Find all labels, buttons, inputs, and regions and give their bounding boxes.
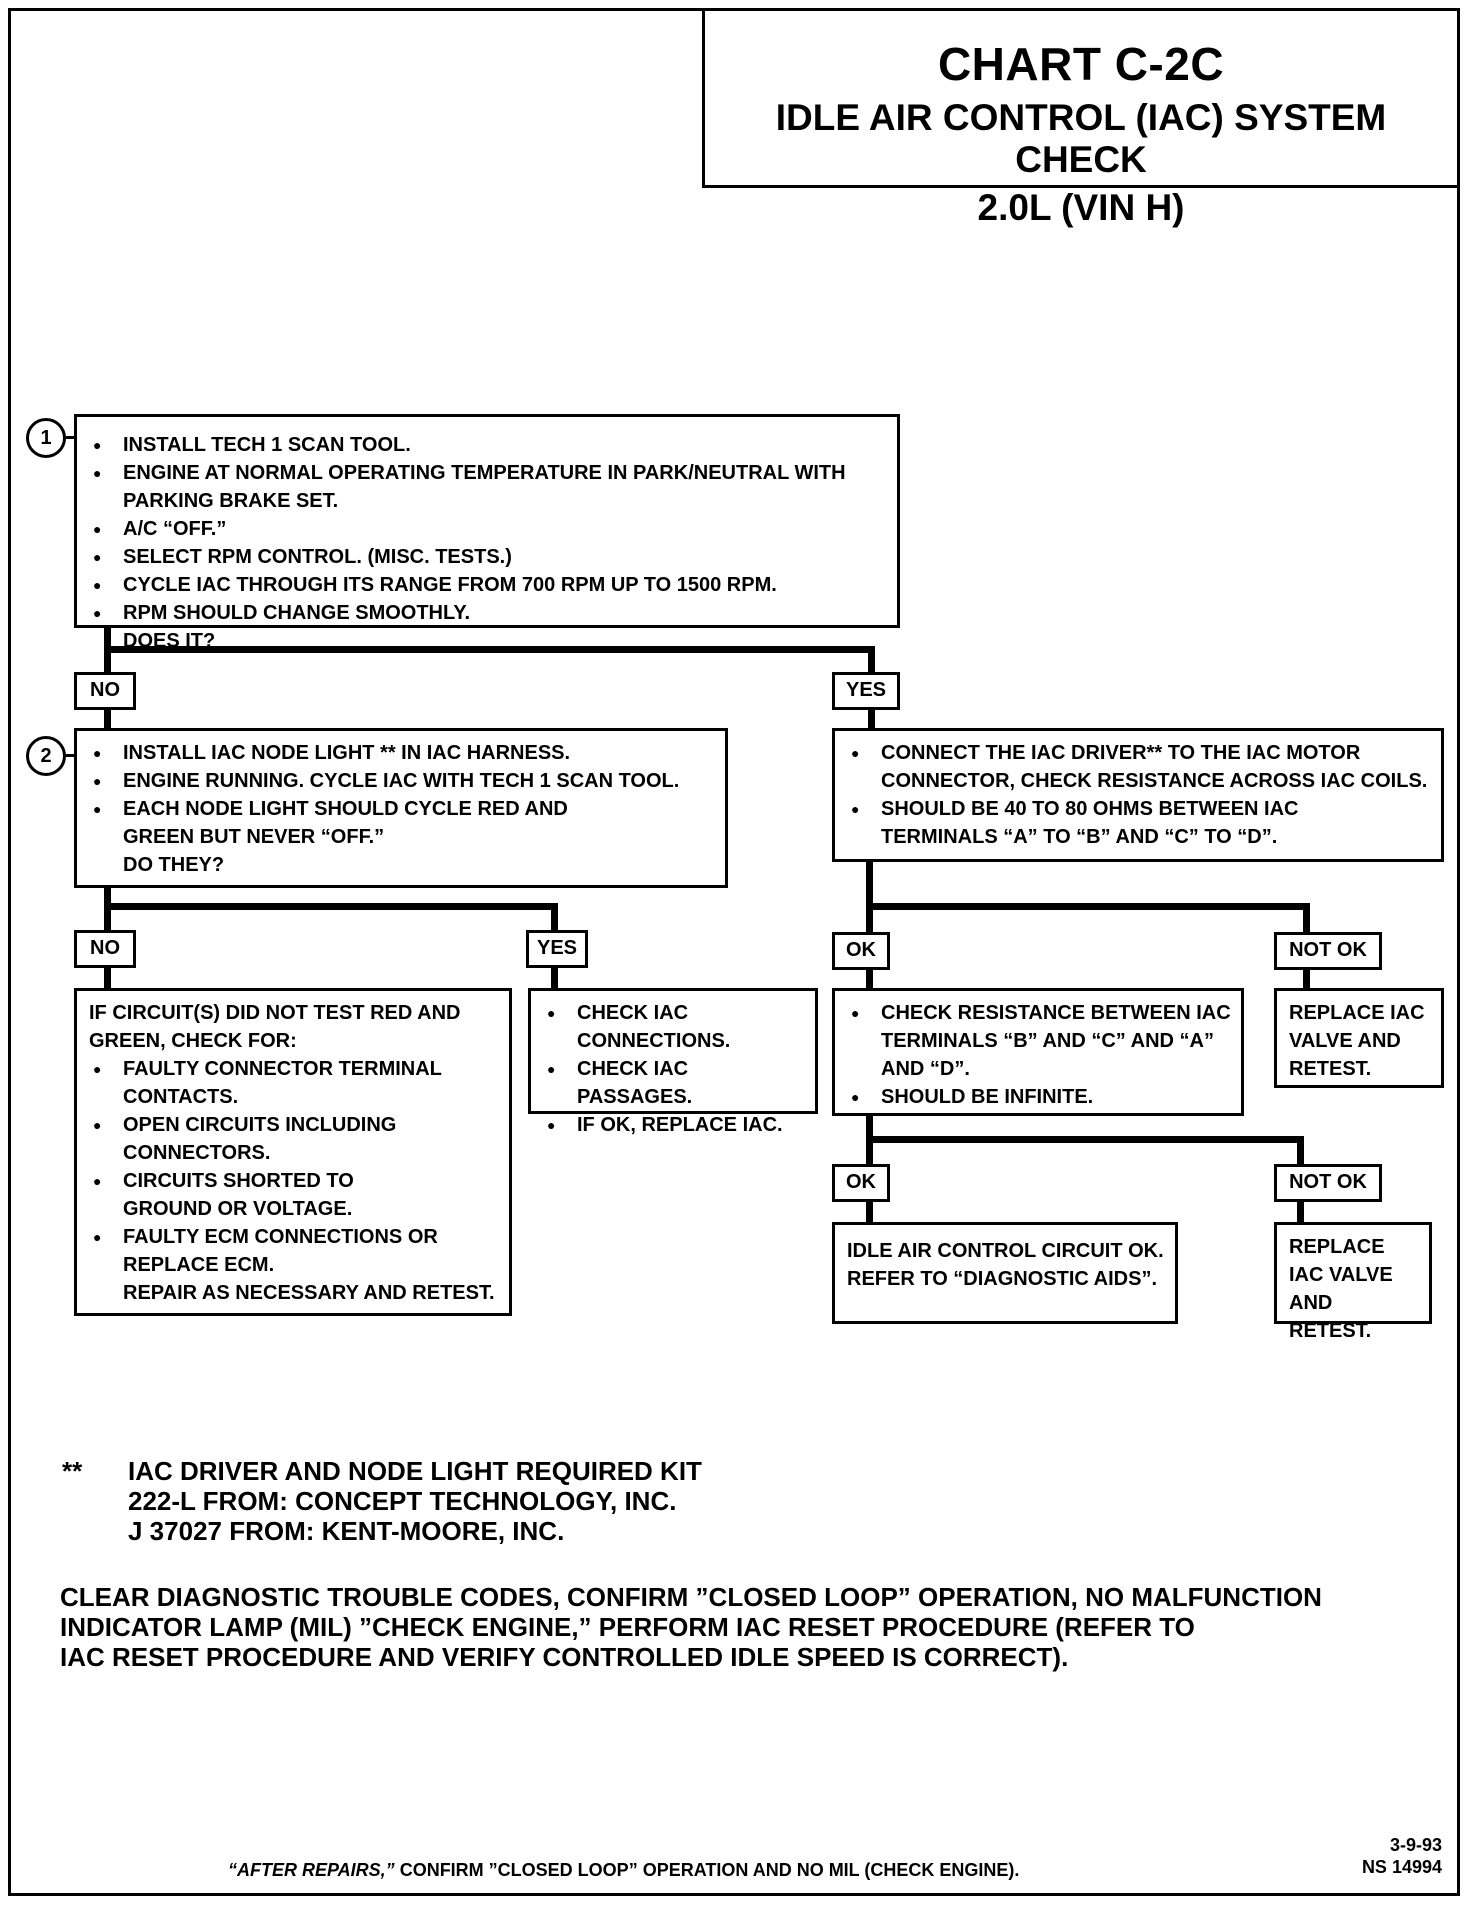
connector-driver-down xyxy=(866,860,873,932)
connector-resistance-down xyxy=(866,1114,873,1164)
step2-item: EACH NODE LIGHT SHOULD CYCLE RED AND GRE… xyxy=(89,795,593,851)
after-repairs-note: “AFTER REPAIRS,” CONFIRM ”CLOSED LOOP” O… xyxy=(228,1860,1188,1881)
resistance-item: CHECK RESISTANCE BETWEEN IAC TERMINALS “… xyxy=(847,999,1241,1083)
replace-iac-box-1: REPLACE IAC VALVE AND RETEST. xyxy=(1274,988,1444,1088)
chart-number: CHART C-2C xyxy=(937,38,1225,90)
step1-item: ENGINE AT NORMAL OPERATING TEMPERATURE I… xyxy=(89,459,887,515)
step1-box: INSTALL TECH 1 SCAN TOOL. ENGINE AT NORM… xyxy=(74,414,900,652)
connector-step1 xyxy=(104,646,875,653)
driver-list: CONNECT THE IAC DRIVER** TO THE IAC MOTO… xyxy=(847,739,1431,851)
chart-subtitle: 2.0L (VIN H) xyxy=(977,187,1185,228)
chart-title: IDLE AIR CONTROL (IAC) SYSTEM CHECK xyxy=(775,97,1387,180)
step2-item-text: INSTALL IAC NODE LIGHT ** IN IAC HARNESS… xyxy=(123,742,571,764)
circuit-ok-box: IDLE AIR CONTROL CIRCUIT OK. REFER TO “D… xyxy=(832,1222,1178,1324)
step2-tick xyxy=(66,754,76,757)
final-note: CLEAR DIAGNOSTIC TROUBLE CODES, CONFIRM … xyxy=(60,1582,1440,1672)
connections-item: CHECK IAC PASSAGES. xyxy=(543,1055,805,1111)
step-2-marker: 2 xyxy=(26,736,66,776)
step1-item: RPM SHOULD CHANGE SMOOTHLY. xyxy=(89,599,887,627)
connector-no2-box xyxy=(104,966,111,990)
final-note-line: CLEAR DIAGNOSTIC TROUBLE CODES, CONFIRM … xyxy=(60,1582,1322,1612)
footnote-line: 222-L FROM: CONCEPT TECHNOLOGY, INC. xyxy=(128,1486,677,1516)
final-note-line: IAC RESET PROCEDURE AND VERIFY CONTROLLE… xyxy=(60,1642,1069,1672)
footnote-line: J 37027 FROM: KENT-MOORE, INC. xyxy=(128,1516,565,1546)
replace-iac-text: REPLACE IAC VALVE AND RETEST. xyxy=(1289,1002,1425,1080)
connector-ok2-box xyxy=(866,1199,873,1223)
resistance-item: SHOULD BE INFINITE. xyxy=(847,1083,1231,1111)
label-yes-step1: YES xyxy=(832,672,900,710)
connections-item: CHECK IAC CONNECTIONS. xyxy=(543,999,730,1055)
replace-iac-box-2: REPLACE IAC VALVE AND RETEST. xyxy=(1274,1222,1432,1342)
step1-item: SELECT RPM CONTROL. (MISC. TESTS.) xyxy=(89,543,887,571)
connector-notok2-down xyxy=(1297,1136,1304,1164)
label-notok-resistance: NOT OK xyxy=(1274,1164,1382,1202)
resistance-box: CHECK RESISTANCE BETWEEN IAC TERMINALS “… xyxy=(832,988,1244,1116)
footnote-marker: ** xyxy=(62,1456,83,1486)
connector-notok1-down xyxy=(1303,903,1310,933)
connector-notok1-box xyxy=(1303,966,1310,990)
footnote-line: IAC DRIVER AND NODE LIGHT REQUIRED KIT xyxy=(128,1456,702,1486)
connector-yes2-box xyxy=(551,966,558,990)
driver-item: SHOULD BE 40 TO 80 OHMS BETWEEN IAC TERM… xyxy=(847,795,1341,851)
connections-box: CHECK IAC CONNECTIONS. CHECK IAC PASSAGE… xyxy=(528,988,818,1139)
circuit-item: FAULTY ECM CONNECTIONS OR REPLACE ECM. xyxy=(89,1223,443,1279)
document-code: NS 14994 xyxy=(1361,1857,1442,1877)
label-ok-resistance: OK xyxy=(832,1164,890,1202)
step2-list: INSTALL IAC NODE LIGHT ** IN IAC HARNESS… xyxy=(89,739,715,851)
after-repairs-text: CONFIRM ”CLOSED LOOP” OPERATION AND NO M… xyxy=(394,1860,1020,1880)
circuit-list: FAULTY CONNECTOR TERMINAL CONTACTS. OPEN… xyxy=(89,1055,499,1279)
connector-yes1-down xyxy=(868,646,875,672)
circuit-item: CIRCUITS SHORTED TO GROUND OR VOLTAGE. xyxy=(89,1167,443,1223)
connections-list: CHECK IAC CONNECTIONS. CHECK IAC PASSAGE… xyxy=(543,999,805,1139)
step2-item: ENGINE RUNNING. CYCLE IAC WITH TECH 1 SC… xyxy=(89,767,715,795)
driver-box: CONNECT THE IAC DRIVER** TO THE IAC MOTO… xyxy=(832,728,1444,862)
step1-list: INSTALL TECH 1 SCAN TOOL. ENGINE AT NORM… xyxy=(89,431,887,627)
step1-item: CYCLE IAC THROUGH ITS RANGE FROM 700 RPM… xyxy=(89,571,887,599)
connector-resistance xyxy=(866,1136,1304,1143)
replace-iac-text: REPLACE IAC VALVE AND RETEST. xyxy=(1289,1236,1393,1342)
connector-no1-down xyxy=(104,708,111,730)
circuit-check-box: IF CIRCUIT(S) DID NOT TEST RED AND GREEN… xyxy=(74,988,512,1316)
step1-item: A/C “OFF.” xyxy=(89,515,887,543)
circuit-ok-text: IDLE AIR CONTROL CIRCUIT OK. REFER TO “D… xyxy=(847,1240,1164,1290)
connections-item: IF OK, REPLACE IAC. xyxy=(543,1111,805,1139)
step1-question: DOES IT? xyxy=(123,630,216,652)
label-notok-driver: NOT OK xyxy=(1274,932,1382,970)
driver-item: CONNECT THE IAC DRIVER** TO THE IAC MOTO… xyxy=(847,739,1431,795)
after-repairs-label: “AFTER REPAIRS,” xyxy=(228,1860,395,1880)
step2-box: INSTALL IAC NODE LIGHT ** IN IAC HARNESS… xyxy=(74,728,728,888)
connector-yes1-box xyxy=(868,708,875,730)
connector-step1-down xyxy=(104,612,111,672)
connector-step2-down xyxy=(104,886,111,931)
circuit-closing: REPAIR AS NECESSARY AND RETEST. xyxy=(123,1282,495,1304)
resistance-list: CHECK RESISTANCE BETWEEN IAC TERMINALS “… xyxy=(847,999,1231,1111)
document-id: 3-9-93 NS 14994 xyxy=(1330,1834,1442,1878)
final-note-line: INDICATOR LAMP (MIL) ”CHECK ENGINE,” PER… xyxy=(60,1612,1195,1642)
document-date: 3-9-93 xyxy=(1389,1835,1442,1855)
step2-item: INSTALL IAC NODE LIGHT ** IN IAC HARNESS… xyxy=(89,739,715,767)
circuit-intro: IF CIRCUIT(S) DID NOT TEST RED AND GREEN… xyxy=(89,1002,461,1052)
footnote: IAC DRIVER AND NODE LIGHT REQUIRED KIT 2… xyxy=(128,1456,828,1546)
step1-tick xyxy=(66,436,76,439)
title-box: CHART C-2C IDLE AIR CONTROL (IAC) SYSTEM… xyxy=(702,8,1460,228)
connector-driver xyxy=(866,903,1310,910)
step-1-marker: 1 xyxy=(26,418,66,458)
step2-question: DO THEY? xyxy=(123,854,225,876)
label-no-step1: NO xyxy=(74,672,136,710)
connector-ok1-box xyxy=(866,966,873,990)
label-no-step2: NO xyxy=(74,930,136,968)
circuit-item: FAULTY CONNECTOR TERMINAL CONTACTS. xyxy=(89,1055,443,1111)
step1-item: INSTALL TECH 1 SCAN TOOL. xyxy=(89,431,887,459)
connector-yes2-down xyxy=(551,903,558,931)
connector-step2 xyxy=(104,903,558,910)
circuit-item: OPEN CIRCUITS INCLUDING CONNECTORS. xyxy=(89,1111,443,1167)
label-ok-driver: OK xyxy=(832,932,890,970)
label-yes-step2: YES xyxy=(526,930,588,968)
connector-notok2-box xyxy=(1297,1199,1304,1223)
